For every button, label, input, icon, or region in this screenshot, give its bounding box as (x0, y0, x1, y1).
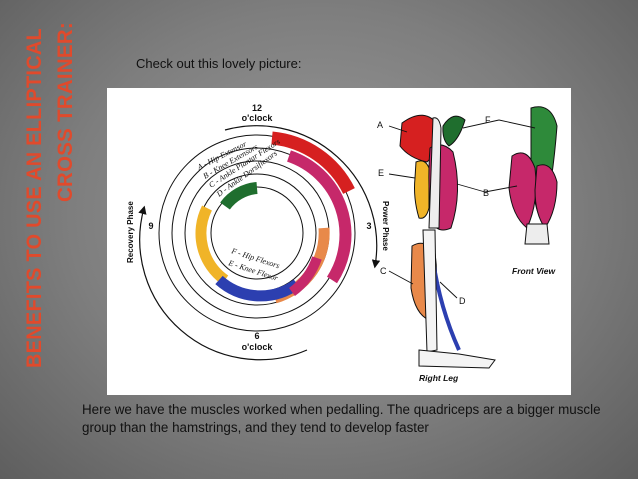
leader-d (440, 282, 457, 298)
leader-b (457, 184, 485, 192)
muscle-knee-extensors-front (509, 153, 536, 228)
side-title: BENEFITS TO USE AN ELLIPTICAL CROSS TRAI… (0, 0, 90, 479)
muscle-hip-flexors (415, 161, 430, 218)
clock-left-number: 9 (148, 221, 153, 231)
front-view-caption: Front View (512, 266, 557, 276)
recovery-phase-label: Recovery Phase (126, 201, 135, 263)
side-view-leg (400, 115, 495, 368)
clock-bottom-label: o'clock (242, 342, 274, 352)
bone-shin (423, 230, 437, 352)
leg-letter-d: D (459, 296, 466, 306)
side-title-line2: CROSS TRAINER: (54, 22, 77, 202)
side-title-line1: BENEFITS TO USE AN ELLIPTICAL (23, 28, 46, 368)
leader-e (389, 174, 415, 178)
clock-right-number: 3 (366, 221, 371, 231)
leg-letter-e: E (378, 168, 384, 178)
muscle-knee-extensors-front-2 (535, 165, 557, 228)
side-view-caption: Right Leg (419, 373, 459, 383)
bone-foot (419, 350, 495, 368)
leader-f (463, 120, 499, 128)
power-phase-label: Power Phase (381, 201, 390, 251)
bone-knee-front (525, 224, 549, 244)
clock-top-label: o'clock (242, 113, 274, 123)
leg-letter-a: A (377, 120, 383, 130)
leg-letter-b: B (483, 188, 489, 198)
leader-f2 (499, 120, 535, 128)
arc-knee-flexor (219, 280, 297, 296)
muscle-dorsiflexors (443, 116, 465, 146)
leg-letter-c: C (380, 266, 387, 276)
leader-c (389, 271, 413, 284)
body-text: Here we have the muscles worked when ped… (82, 401, 602, 437)
muscle-figure: 12 o'clock 6 o'clock 9 3 Recovery Phase … (107, 88, 571, 395)
leg-letter-f: F (485, 115, 491, 125)
clock-bottom-number: 6 (254, 331, 259, 341)
caption: Check out this lovely picture: (136, 56, 301, 71)
arc-knee-flexor-outer (292, 258, 317, 292)
clock-top-number: 12 (252, 103, 262, 113)
